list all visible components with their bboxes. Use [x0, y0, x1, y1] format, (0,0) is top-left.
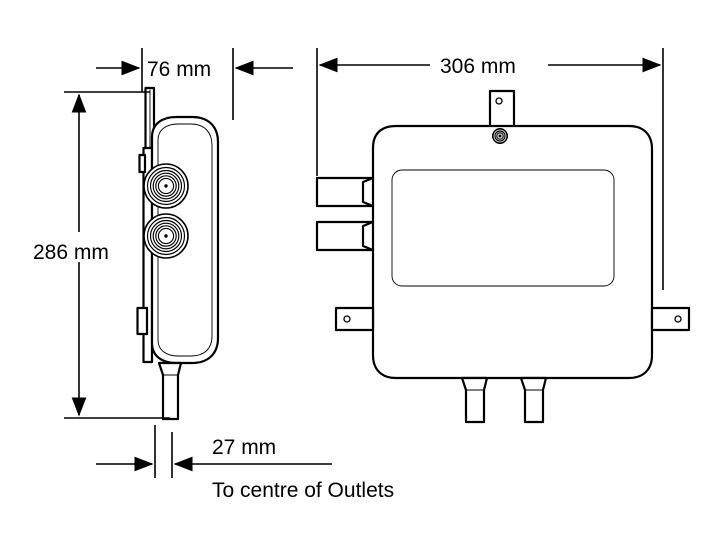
front-top-mounting-tab [488, 89, 516, 130]
dimension-306mm: 306 mm [316, 48, 664, 290]
front-inner-panel [391, 169, 615, 287]
side-lower-tab [136, 306, 149, 336]
outlet-centre-note: To centre of Outlets [212, 479, 394, 502]
front-bracket-left [334, 306, 375, 332]
front-bracket-left-hole [343, 315, 351, 323]
front-pipe-stub-upper [315, 176, 375, 208]
dimension-76mm: 76 mm [96, 48, 293, 120]
dimension-76mm-label: 76 mm [147, 58, 211, 81]
side-outlet-pipe [157, 361, 183, 421]
front-view [315, 89, 691, 424]
side-body-inner-line [157, 123, 213, 357]
dimension-286mm-label: 286 mm [33, 241, 109, 264]
side-view [136, 86, 220, 421]
front-outlet-right [519, 376, 548, 424]
dimension-27mm: 27 mm [96, 425, 332, 478]
dimension-286mm: 286 mm [33, 91, 170, 419]
front-bracket-right [650, 306, 691, 332]
front-outlet-left [460, 376, 489, 424]
side-fitting-lower [143, 213, 189, 259]
front-body-outline [371, 124, 654, 380]
side-fitting-upper [143, 163, 189, 209]
front-top-fastener [491, 128, 508, 145]
dimension-306mm-label: 306 mm [440, 55, 516, 78]
dimension-27mm-label: 27 mm [212, 436, 276, 459]
front-pipe-stub-lower [315, 220, 375, 252]
front-bracket-right-hole [674, 315, 682, 323]
side-upper-tab [138, 153, 147, 174]
front-top-tab-hole [495, 97, 503, 105]
